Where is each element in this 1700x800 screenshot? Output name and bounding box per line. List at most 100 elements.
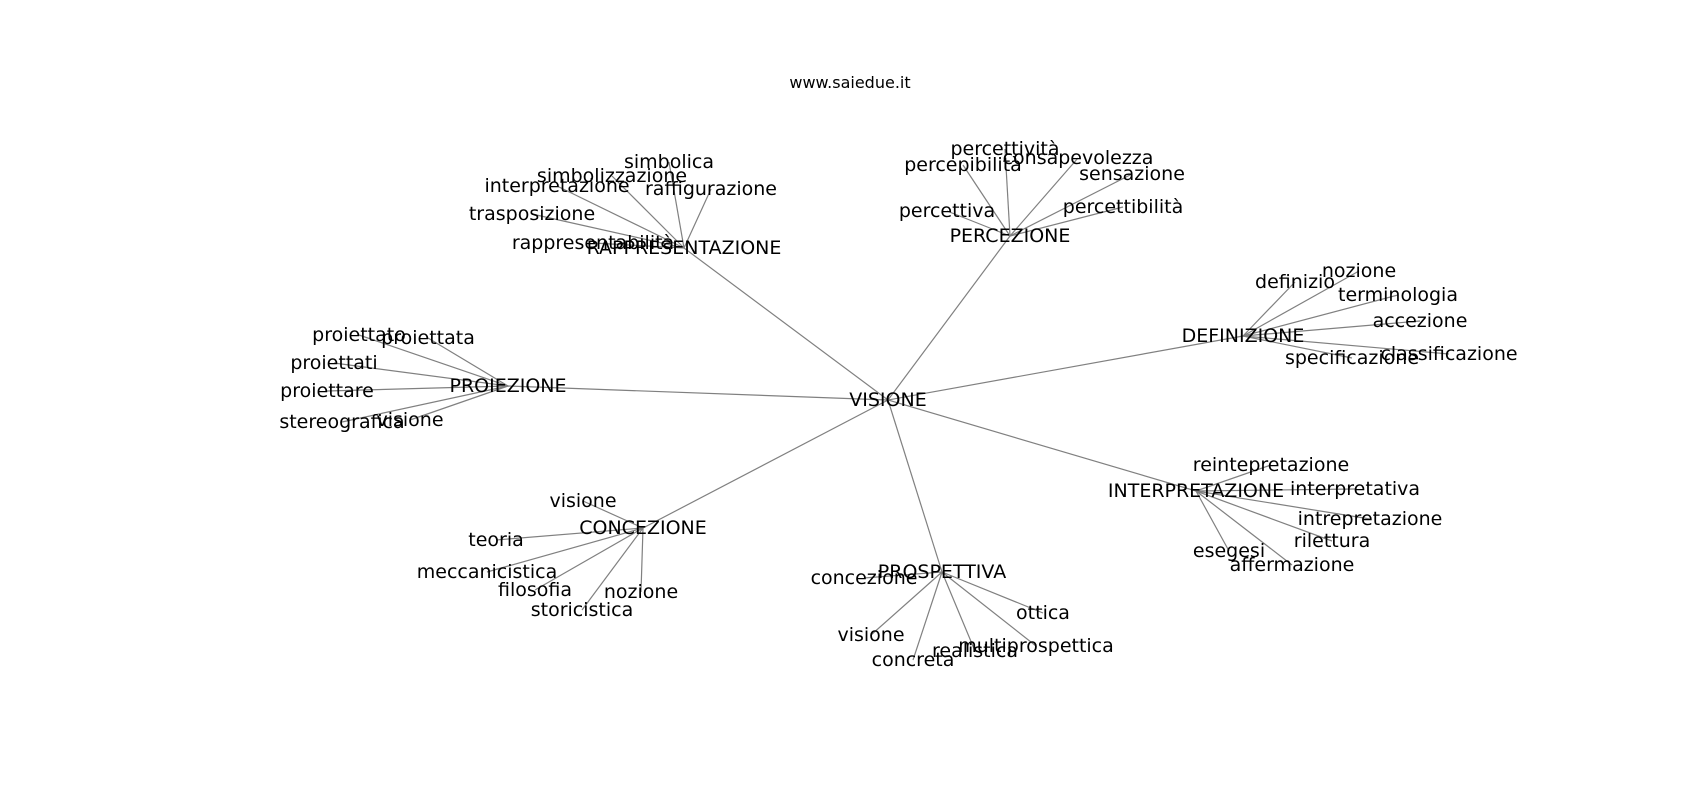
edges-layer	[326, 148, 1450, 661]
edge-visione-concezione	[642, 399, 889, 529]
edge-interpretazione-leaf-0	[1195, 464, 1272, 492]
node-rappresentazione-leaf-5: rappresentabilità	[512, 232, 674, 254]
edge-prospettiva-leaf-3	[941, 571, 1037, 647]
edge-proiezione-leaf-3	[326, 385, 509, 392]
edge-rappresentazione-leaf-2	[556, 185, 685, 249]
edge-visione-definizione	[887, 335, 1244, 401]
node-interpretazione-leaf-0: reintepretazione	[1193, 454, 1349, 476]
edge-interpretazione-leaf-3	[1195, 490, 1333, 542]
edge-percezione-leaf-2	[1009, 157, 1079, 237]
node-interpretazione-leaf-5: affermazione	[1230, 554, 1355, 576]
node-concezione-leaf-2: meccanicistica	[417, 561, 558, 583]
edge-prospettiva-leaf-5	[912, 571, 943, 661]
node-interpretazione: INTERPRETAZIONE	[1108, 480, 1284, 502]
edge-rappresentazione-leaf-1	[611, 175, 685, 249]
edge-prospettiva-leaf-4	[941, 571, 976, 652]
node-prospettiva-leaf-2: visione	[837, 624, 904, 646]
edge-concezione-leaf-1	[495, 527, 644, 541]
node-percezione-leaf-4: percettiva	[899, 200, 995, 222]
edge-rappresentazione-leaf-3	[683, 188, 712, 249]
edge-prospettiva-leaf-0	[863, 571, 943, 579]
node-percezione-leaf-3: sensazione	[1079, 163, 1185, 185]
edge-proiezione-leaf-5	[409, 385, 509, 421]
edge-definizione-leaf-5	[1242, 335, 1353, 359]
edge-definizione-leaf-2	[1242, 294, 1399, 337]
node-visione-root: VISIONE	[849, 389, 926, 411]
node-definizione-leaf-3: accezione	[1373, 310, 1468, 332]
edge-proiezione-leaf-1	[427, 337, 509, 387]
node-definizione-leaf-2: terminologia	[1338, 284, 1458, 306]
edge-percezione-leaf-0	[1004, 148, 1011, 237]
edge-visione-prospettiva	[887, 399, 943, 573]
edge-rappresentazione-leaf-4	[531, 213, 685, 249]
edge-visione-interpretazione	[887, 399, 1197, 492]
node-prospettiva-leaf-0: concezione	[811, 567, 918, 589]
node-concezione-leaf-1: teoria	[468, 529, 524, 551]
edge-concezione-leaf-2	[486, 527, 644, 573]
node-proiezione-leaf-4: stereografica	[279, 411, 404, 433]
edge-concezione-leaf-4	[640, 527, 644, 593]
edge-percezione-leaf-1	[962, 164, 1011, 237]
node-proiezione-leaf-3: proiettare	[280, 380, 374, 402]
node-rappresentazione-leaf-2: interpretazione	[484, 175, 629, 197]
edge-definizione-leaf-3	[1242, 320, 1421, 337]
node-interpretazione-leaf-4: esegesi	[1193, 540, 1265, 562]
node-prospettiva-leaf-5: concreta	[872, 649, 955, 671]
edge-proiezione-leaf-4	[341, 385, 509, 423]
edge-percezione-leaf-3	[1009, 173, 1133, 237]
node-interpretazione-leaf-1: interpretativa	[1290, 478, 1420, 500]
node-rappresentazione: RAPPRESENTAZIONE	[587, 237, 782, 259]
edge-interpretazione-leaf-1	[1195, 488, 1356, 492]
node-concezione-leaf-0: visione	[549, 490, 616, 512]
node-percezione-leaf-5: percettibilità	[1063, 196, 1183, 218]
edge-percezione-leaf-4	[946, 210, 1011, 237]
node-percezione-leaf-2: consapevolezza	[1003, 147, 1154, 169]
edge-prospettiva-leaf-1	[941, 571, 1044, 614]
edge-visione-rappresentazione	[683, 247, 889, 401]
edge-proiezione-leaf-2	[333, 362, 509, 387]
edge-definizione-leaf-0	[1242, 281, 1296, 337]
node-proiezione-leaf-2: proiettati	[290, 352, 377, 374]
edge-interpretazione-leaf-5	[1195, 490, 1293, 566]
node-definizione-leaf-5: specificazione	[1285, 347, 1419, 369]
edge-rappresentazione-leaf-5	[592, 242, 685, 249]
node-rappresentazione-leaf-0: simbolica	[624, 151, 714, 173]
node-prospettiva-leaf-3: multiprospettica	[958, 635, 1114, 657]
edge-definizione-leaf-4	[1242, 335, 1450, 355]
node-percezione-leaf-1: percepibilità	[904, 154, 1022, 176]
edge-visione-proiezione	[507, 385, 889, 401]
edge-definizione-leaf-1	[1242, 270, 1360, 337]
node-proiezione-leaf-5: visione	[376, 409, 443, 431]
node-rappresentazione-leaf-4: trasposizione	[469, 203, 595, 225]
node-interpretazione-leaf-3: rilettura	[1294, 530, 1370, 552]
edge-rappresentazione-leaf-0	[668, 161, 685, 249]
node-percezione-leaf-0: percettività	[950, 138, 1059, 160]
node-proiezione-leaf-1: proiettata	[381, 327, 475, 349]
node-prospettiva: PROSPETTIVA	[878, 561, 1006, 583]
edge-percezione-leaf-5	[1009, 206, 1124, 237]
node-definizione-leaf-1: nozione	[1322, 260, 1396, 282]
node-interpretazione-leaf-2: intrepretazione	[1298, 508, 1443, 530]
edge-prospettiva-leaf-2	[870, 571, 943, 636]
edge-concezione-leaf-0	[582, 500, 644, 529]
node-rappresentazione-leaf-3: raffigurazione	[645, 178, 777, 200]
node-concezione-leaf-5: storicistica	[531, 599, 634, 621]
node-prospettiva-leaf-1: ottica	[1016, 602, 1070, 624]
diagram-title: www.saiedue.it	[789, 73, 910, 92]
labels-layer: VISIONE RAPPRESENTAZIONE simbolicasimboliz…	[279, 138, 1517, 671]
edge-visione-percezione	[887, 235, 1011, 401]
node-percezione: PERCEZIONE	[950, 225, 1071, 247]
node-definizione-leaf-0: definizio	[1255, 271, 1335, 293]
node-proiezione: PROIEZIONE	[449, 375, 566, 397]
node-definizione: DEFINIZIONE	[1182, 325, 1305, 347]
node-rappresentazione-leaf-1: simbolizzazione	[537, 165, 687, 187]
node-proiezione-leaf-0: proiettato	[312, 324, 406, 346]
node-concezione-leaf-3: filosofia	[498, 579, 572, 601]
node-definizione-leaf-4: classificazione	[1380, 343, 1517, 365]
edge-interpretazione-leaf-2	[1195, 490, 1371, 520]
edge-interpretazione-leaf-4	[1195, 490, 1230, 552]
node-prospettiva-leaf-4: realistica	[932, 640, 1018, 662]
node-concezione: CONCEZIONE	[579, 517, 707, 539]
node-concezione-leaf-4: nozione	[604, 581, 678, 603]
